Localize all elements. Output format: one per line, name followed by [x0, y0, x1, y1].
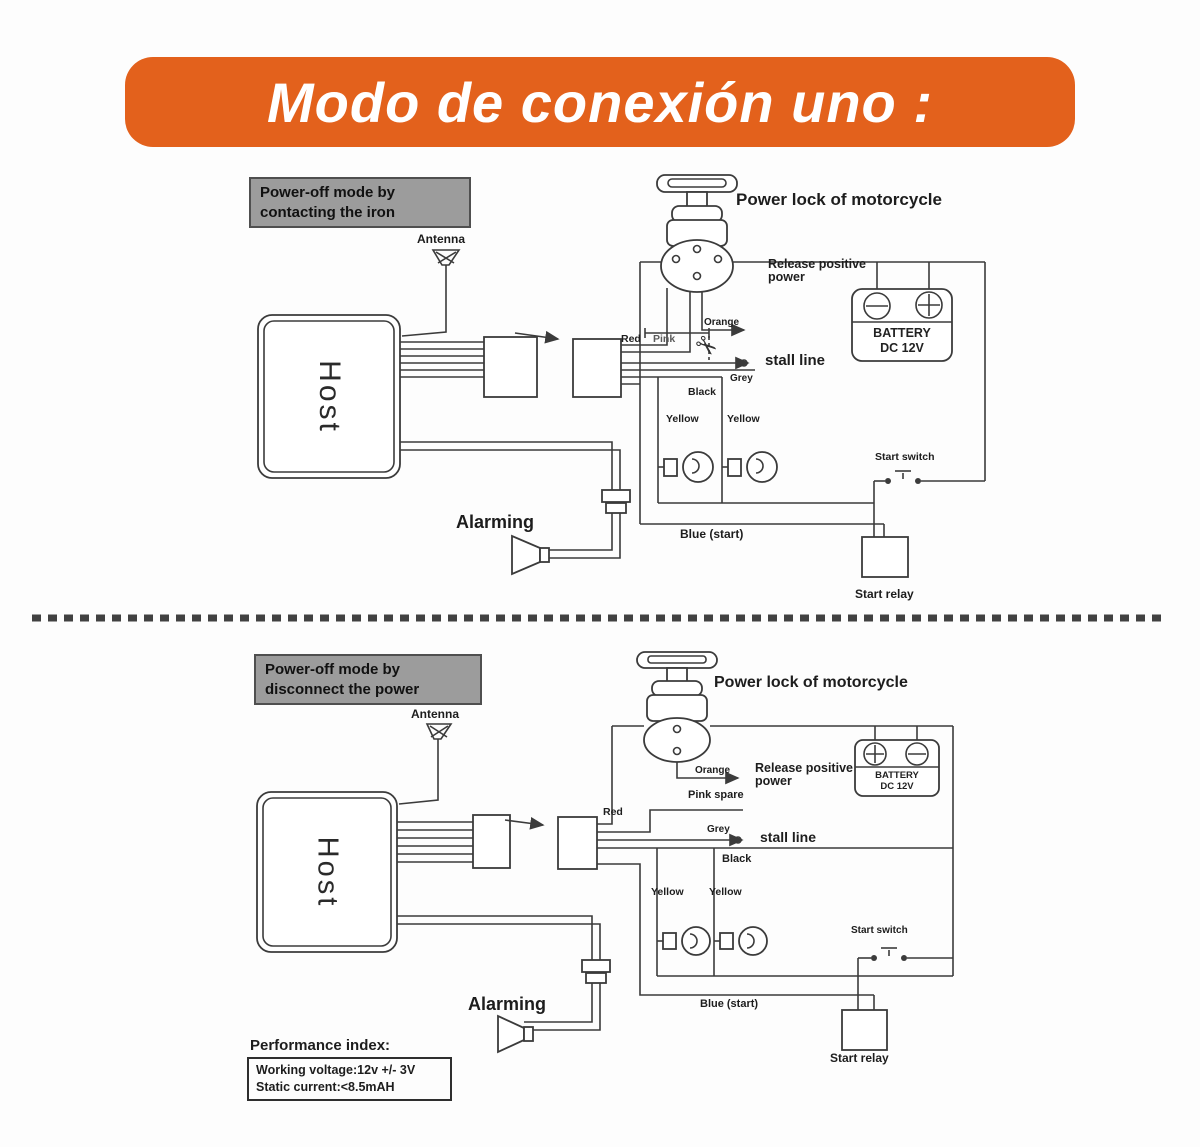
- battery-icon: [851, 288, 953, 362]
- start-switch-icon: [885, 470, 921, 484]
- power-lock-label: Power lock of motorcycle: [714, 674, 908, 691]
- performance-heading: Performance index:: [250, 1037, 391, 1054]
- loop-wires: [612, 725, 954, 1010]
- start-relay-label: Start relay: [855, 587, 914, 601]
- power-lock-icon: [636, 651, 718, 763]
- wire-bundle: [397, 821, 473, 863]
- release-power-label: Release positive power: [768, 257, 866, 285]
- loop-wires: [639, 261, 986, 537]
- start-switch-label: Start switch: [851, 925, 908, 936]
- bottom-mode-note: Power-off mode by disconnect the power: [254, 654, 482, 705]
- red-wire-label: Red: [603, 806, 623, 818]
- host-label-wrap: Host: [257, 792, 397, 952]
- horn-icon: [497, 1014, 534, 1054]
- bulb-icon: [722, 451, 778, 483]
- alarming-label: Alarming: [456, 512, 535, 532]
- performance-box: Working voltage:12v +/- 3V Static curren…: [247, 1057, 452, 1101]
- alarm-wire: [400, 441, 631, 559]
- pink-spare-label: Pink spare: [688, 789, 744, 801]
- bottom-diagram-lines: [256, 651, 954, 1054]
- plug-arrow-icon: [504, 816, 545, 830]
- connector-block: [572, 338, 622, 398]
- connector-block: [472, 814, 511, 869]
- host-label: Host: [311, 836, 344, 908]
- alarming-label: Alarming: [468, 994, 547, 1014]
- power-lock-icon: [656, 174, 738, 293]
- horn-icon: [511, 534, 550, 576]
- host-box-icon: [256, 791, 398, 953]
- connector-block: [557, 816, 598, 870]
- start-relay-label: Start relay: [830, 1051, 889, 1065]
- top-diagram-lines: [257, 174, 986, 578]
- battery-icon: [854, 739, 940, 797]
- blue-start-label: Blue (start): [680, 527, 744, 541]
- host-box-icon: [257, 314, 401, 479]
- antenna-label: Antenna: [411, 707, 459, 721]
- orange-wire-label: Orange: [704, 317, 740, 328]
- stall-line-label: stall line: [765, 352, 826, 369]
- start-switch-icon: [871, 947, 907, 961]
- grey-wire-label: Grey: [730, 373, 753, 384]
- connector-block: [483, 336, 538, 398]
- battery-label: BATTERY DC 12V: [873, 326, 931, 355]
- antenna-icon: [401, 249, 461, 337]
- top-mode-note: Power-off mode by contacting the iron: [249, 177, 471, 228]
- battery-label: BATTERY DC 12V: [875, 770, 919, 793]
- page-title: Modo de conexión uno :: [267, 70, 933, 134]
- red-wire-label: Red: [621, 333, 641, 345]
- release-power-label: Release positive power: [755, 761, 853, 789]
- yellow-wire-label: Yellow: [709, 886, 742, 898]
- title-banner: Modo de conexión uno :: [125, 57, 1075, 147]
- harness-wires: [597, 726, 953, 1010]
- black-wire-label: Black: [688, 386, 717, 398]
- blue-start-label: Blue (start): [700, 998, 759, 1010]
- host-label: Host: [313, 359, 346, 434]
- black-wire-label: Black: [722, 853, 752, 865]
- antenna-icon: [398, 723, 453, 805]
- start-relay-box: [861, 536, 909, 578]
- start-relay-box: [841, 1009, 888, 1051]
- yellow-wire-label: Yellow: [727, 413, 760, 425]
- bulb-icon: [658, 451, 714, 483]
- bulb-icon: [657, 926, 711, 956]
- yellow-wire-label: Yellow: [666, 413, 699, 425]
- stall-line-label: stall line: [760, 829, 817, 845]
- host-label-wrap: Host: [258, 315, 400, 478]
- wire-bundle: [400, 341, 484, 378]
- bulb-icon: [714, 926, 768, 956]
- pink-wire-label: Pink: [653, 333, 676, 345]
- antenna-label: Antenna: [417, 232, 465, 246]
- alarm-wire: [397, 915, 611, 1031]
- plug-arrow-icon: [514, 330, 560, 344]
- start-switch-label: Start switch: [875, 451, 935, 463]
- power-lock-label: Power lock of motorcycle: [736, 190, 942, 209]
- harness-wires: [621, 283, 755, 503]
- yellow-wire-label: Yellow: [651, 886, 684, 898]
- orange-wire-label: Orange: [695, 765, 731, 776]
- grey-wire-label: Grey: [707, 824, 730, 835]
